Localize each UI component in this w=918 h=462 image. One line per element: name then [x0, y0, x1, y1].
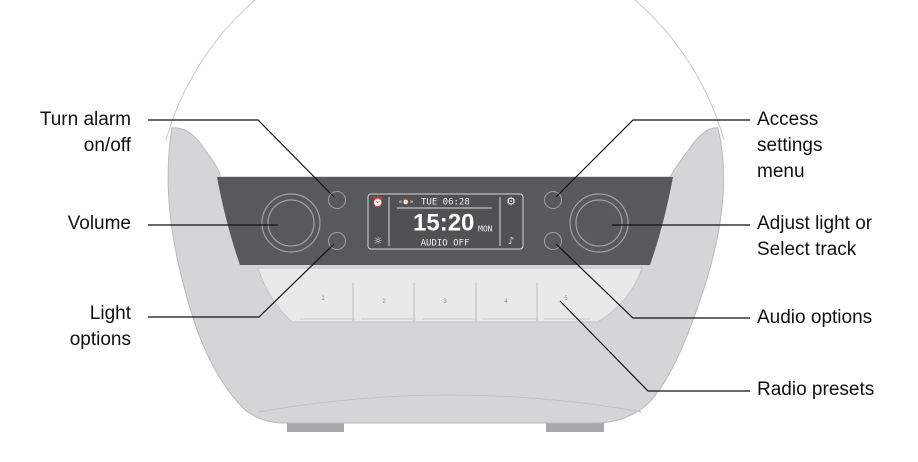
label-volume: Volume [68, 211, 131, 237]
light-track-knob[interactable] [569, 193, 629, 253]
label-adjust-light: Adjust light or Select track [757, 211, 872, 263]
label-line: settings [757, 135, 823, 156]
preset-button-5[interactable]: 5 [564, 296, 568, 302]
label-line: Select track [757, 239, 857, 260]
label-turn-alarm: Turn alarm on/off [40, 107, 131, 159]
preset-buttons: 1 2 3 4 5 [300, 283, 590, 321]
clock-day: MON [478, 225, 493, 234]
label-line: Adjust light or [757, 213, 873, 234]
leader-radio-presets [559, 300, 750, 392]
leader-audio-options [555, 243, 750, 319]
audio-options-button[interactable] [544, 232, 562, 250]
label-line: Volume [67, 213, 131, 234]
base-edge [257, 394, 643, 413]
light-options-button[interactable] [328, 232, 346, 250]
leader-turn-alarm [148, 119, 335, 198]
preset-button-4[interactable]: 4 [504, 299, 508, 305]
preset-button-3[interactable]: 3 [443, 299, 447, 305]
clock-time: 15:20 [413, 209, 474, 236]
lcd-display: ⏰ ☼ ⚙ ♪ «⏰» TUE 06:28 15:20 MON AUDIO OF… [367, 193, 524, 250]
radio-alarm-icon: «⏰» [399, 198, 414, 206]
label-line: Turn alarm [39, 109, 131, 130]
label-line: Light [89, 303, 131, 324]
leader-light-options [148, 243, 335, 318]
label-line: on/off [83, 135, 131, 156]
alarm-button[interactable] [328, 191, 346, 209]
label-line: Audio options [757, 307, 873, 328]
music-note-icon: ♪ [508, 236, 514, 247]
label-radio-presets: Radio presets [757, 377, 874, 403]
foot-right [546, 423, 604, 432]
alarm-clock-icon: ⏰ [372, 195, 384, 208]
label-line: Radio presets [757, 379, 875, 400]
preset-button-2[interactable]: 2 [382, 299, 386, 305]
preset-button-1[interactable]: 1 [321, 296, 325, 302]
settings-gear-icon: ⚙ [506, 195, 516, 208]
foot-left [287, 423, 344, 432]
light-globe [165, 0, 725, 141]
leader-access-settings [555, 119, 750, 198]
alarm-time: TUE 06:28 [421, 198, 470, 208]
label-line: Access [757, 109, 819, 130]
label-access-settings: Access settings menu [757, 107, 822, 185]
top-rim [221, 164, 669, 171]
label-line: options [69, 329, 131, 350]
sunrise-light-icon: ☼ [374, 236, 383, 247]
label-audio-options: Audio options [757, 305, 872, 331]
leader-lines [148, 119, 750, 392]
audio-status: AUDIO OFF [421, 239, 470, 249]
volume-knob[interactable] [261, 193, 321, 253]
label-light-options: Light options [70, 301, 131, 353]
settings-button[interactable] [544, 191, 562, 209]
label-line: menu [757, 161, 805, 182]
preset-tray [257, 267, 643, 323]
